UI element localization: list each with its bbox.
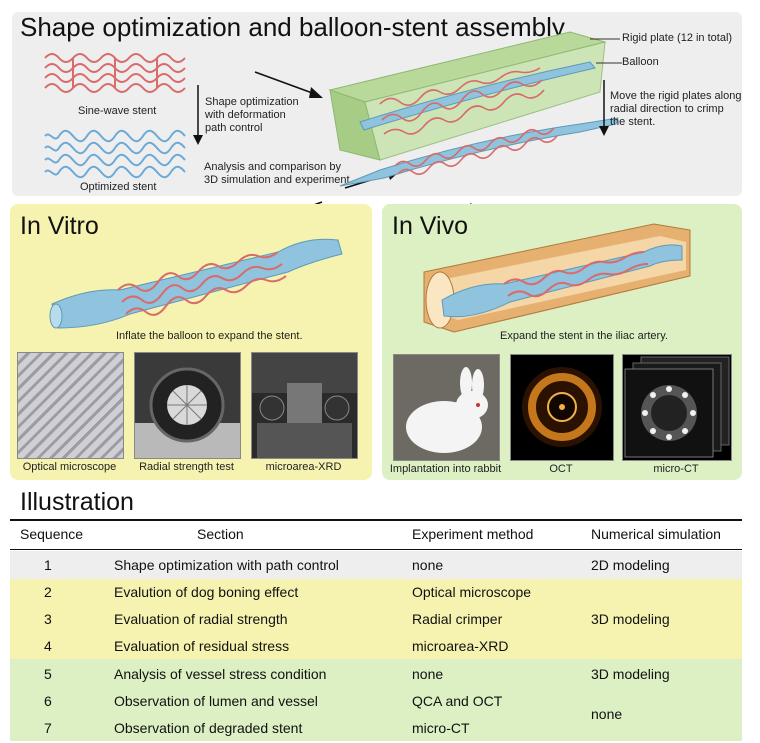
header-section: Section [197, 526, 244, 542]
row-simulation: 2D modeling [591, 557, 670, 573]
row-method: QCA and OCT [412, 693, 503, 709]
sine-wave-stent-label: Sine-wave stent [78, 105, 157, 117]
band-in-vivo [10, 659, 742, 741]
header-sequence: Sequence [20, 526, 84, 542]
row-method: microarea-XRD [412, 638, 509, 654]
microarea-xrd-label: microarea-XRD [265, 461, 342, 473]
sine-wave-stent-figure [44, 53, 186, 93]
optimized-stent-label: Optimized stent [80, 181, 157, 193]
analysis-comparison-label: Analysis and comparison by 3D simulation… [204, 161, 350, 186]
row-section: Observation of degraded stent [114, 720, 303, 736]
in-vivo-title: In Vivo [392, 212, 468, 240]
crimper-machine-icon [135, 367, 240, 458]
rigid-plate-pointer-icon [590, 38, 620, 40]
table-top-rule [10, 519, 742, 521]
arrow-to-crimper-icon [254, 71, 323, 98]
row-sequence: 1 [44, 557, 52, 573]
rabbit-icon [394, 355, 499, 460]
rabbit-implantation-photo [393, 354, 500, 461]
radial-strength-test-photo [134, 352, 241, 459]
micro-ct-photo [622, 354, 732, 461]
row-sequence: 5 [44, 666, 52, 682]
row-section: Analysis of vessel stress condition [114, 666, 327, 682]
row-method: micro-CT [412, 720, 470, 736]
xrd-instrument-icon [252, 353, 357, 458]
shape-optimization-label: Shape optimization with deformation path… [205, 96, 299, 134]
row-sequence: 6 [44, 693, 52, 709]
balloon-label: Balloon [622, 56, 659, 68]
crimper-assembly-figure [328, 31, 607, 161]
row-method: none [412, 666, 444, 682]
radial-strength-test-label: Radial strength test [139, 461, 234, 473]
oct-scan-icon [522, 367, 602, 447]
in-vivo-caption: Expand the stent in the iliac artery. [500, 330, 668, 342]
row-sequence: 2 [44, 584, 52, 600]
row-method: Optical microscope [412, 584, 532, 600]
header-experiment-method: Experiment method [412, 526, 534, 542]
row-simulation: none [591, 706, 623, 722]
crimped-stent-figure [339, 117, 619, 187]
page-title: Shape optimization and balloon-stent ass… [20, 12, 565, 42]
down-arrow-icon [193, 85, 203, 145]
micro-ct-scan-icon [624, 356, 730, 458]
row-sequence: 3 [44, 611, 52, 627]
oct-photo [510, 354, 614, 461]
illustration-title: Illustration [20, 488, 134, 516]
band-in-vitro [10, 579, 742, 659]
row-sequence: 7 [44, 720, 52, 736]
band-assembly [10, 551, 742, 579]
optimized-stent-figure [44, 129, 186, 179]
row-section: Evalution of dog boning effect [114, 584, 299, 600]
oct-label: OCT [549, 463, 573, 475]
row-section: Evaluation of radial strength [114, 611, 288, 627]
row-section: Evaluation of residual stress [114, 638, 290, 654]
in-vitro-title: In Vitro [20, 212, 99, 240]
row-simulation: 3D modeling [591, 666, 670, 682]
row-sequence: 4 [44, 638, 52, 654]
header-numerical-simulation: Numerical simulation [591, 526, 721, 542]
crimp-down-arrow-icon [599, 80, 609, 136]
balloon-pointer-icon [596, 62, 622, 64]
microarea-xrd-photo [251, 352, 358, 459]
artery-stent-figure [423, 223, 691, 333]
row-section: Observation of lumen and vessel [114, 693, 318, 709]
header-rule [10, 549, 742, 550]
optical-microscope-label: Optical microscope [22, 461, 117, 473]
move-plates-label: Move the rigid plates along radial direc… [610, 90, 742, 128]
row-method: none [412, 557, 444, 573]
micro-ct-label: micro-CT [653, 463, 699, 475]
in-vitro-caption: Inflate the balloon to expand the stent. [116, 330, 303, 342]
rabbit-implantation-label: Implantation into rabbit [389, 463, 502, 475]
rigid-plate-label: Rigid plate (12 in total) [622, 32, 733, 44]
row-section: Shape optimization with path control [114, 557, 339, 573]
expanded-stent-balloon-figure [49, 238, 343, 329]
optical-microscope-photo [17, 352, 124, 459]
row-simulation: 3D modeling [591, 611, 670, 627]
row-method: Radial crimper [412, 611, 503, 627]
